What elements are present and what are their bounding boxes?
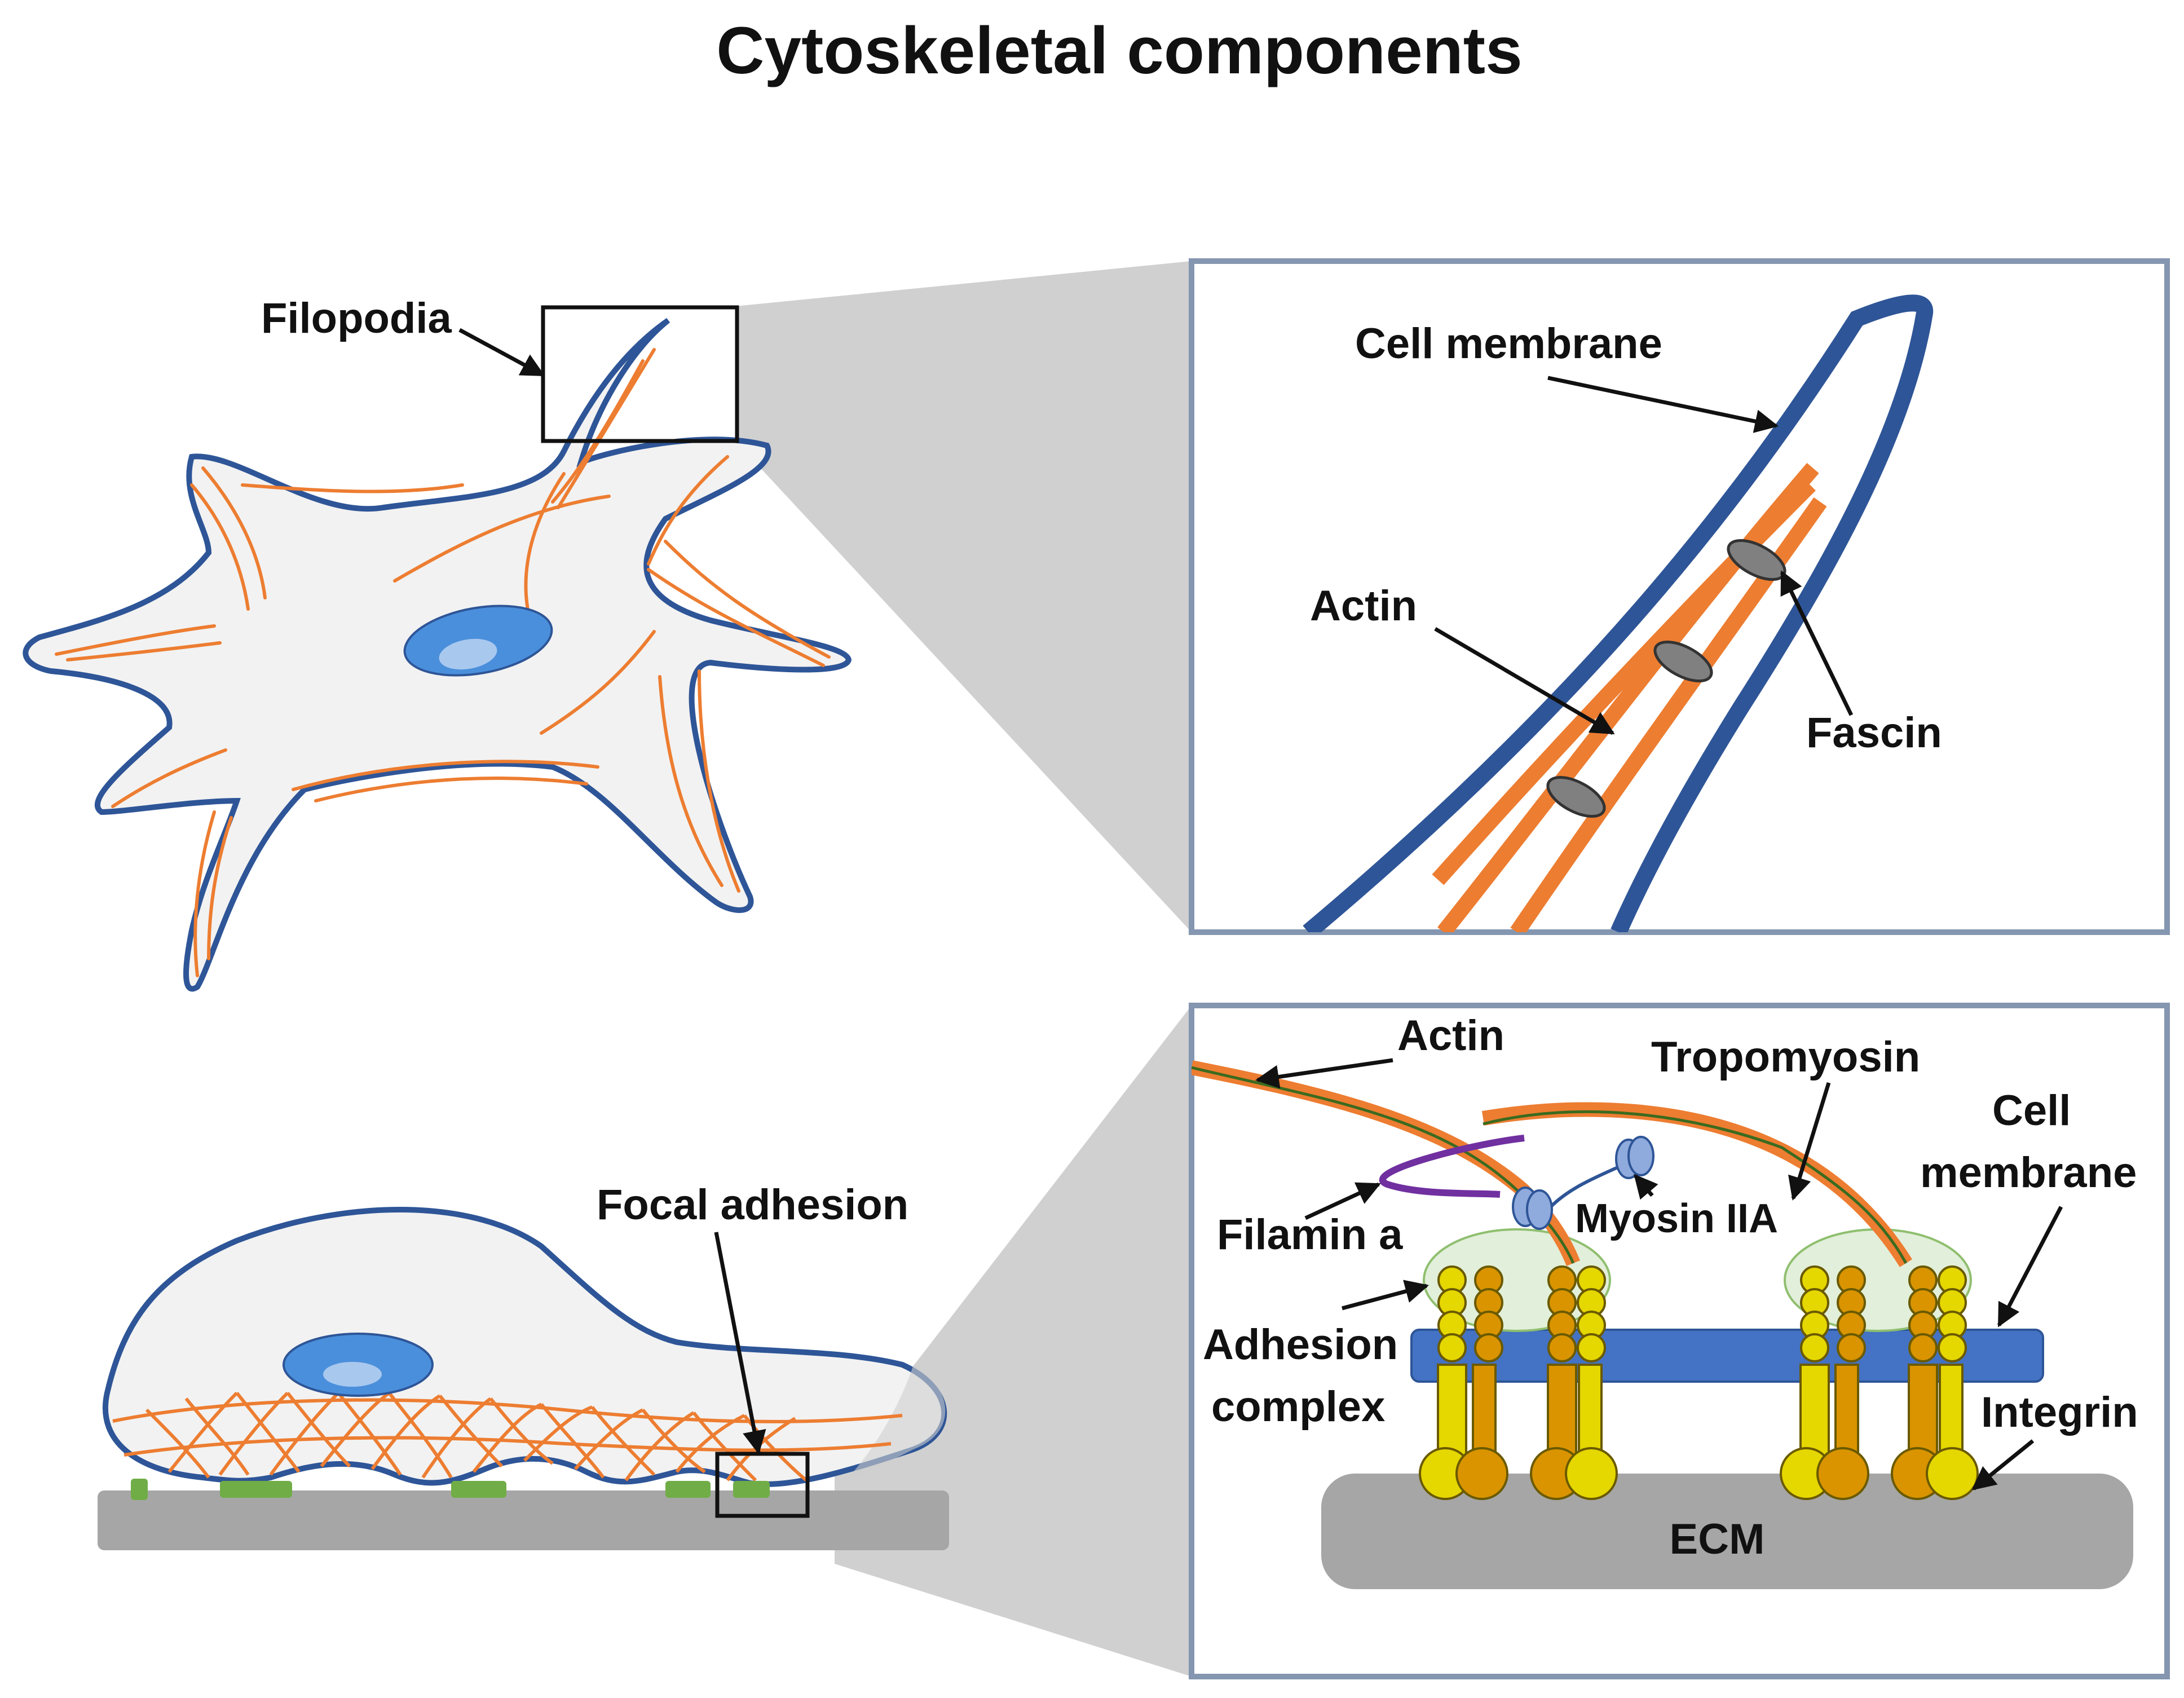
integrin-right <box>1780 1265 1979 1500</box>
fascin-label: Fascin <box>1806 709 1942 757</box>
tropomyosin-right <box>1483 1110 1908 1264</box>
side-cell <box>98 1207 949 1550</box>
filopodium-zoom-content <box>1303 294 1934 932</box>
side-cell-shade <box>846 1365 946 1480</box>
ecm-label: ECM <box>1670 1515 1765 1563</box>
adhesion-spot <box>131 1479 148 1500</box>
filopodia-label: Filopodia <box>261 294 452 342</box>
fascin-crosslink <box>1653 640 1713 683</box>
fascin-crosslink <box>1546 775 1606 818</box>
filamin-a-label: Filamin a <box>1217 1211 1403 1259</box>
fascin-crosslinks <box>1546 539 1786 818</box>
cell-membrane-label-top: Cell membrane <box>1355 320 1662 368</box>
fascin-arrow <box>1780 570 1854 716</box>
filopodia-arrow <box>458 328 545 377</box>
tropomyosin-arrow <box>1788 1082 1831 1201</box>
myosin-iia-arrow <box>1634 1174 1658 1200</box>
ecm-block <box>1321 1474 2133 1589</box>
myosin-iia-label: Myosin IIA <box>1575 1196 1778 1241</box>
adhesion-complex-label-1: Adhesion <box>1203 1321 1398 1369</box>
adhesion-spot <box>220 1481 292 1498</box>
adhesion-spot <box>733 1481 770 1498</box>
adhesion-spot <box>451 1481 506 1498</box>
substrate <box>98 1490 949 1550</box>
filamin-a-arrow <box>1304 1182 1381 1220</box>
bottom-zoom-wedge <box>835 1005 1192 1677</box>
tropomyosin-label: Tropomyosin <box>1651 1033 1920 1081</box>
actin-arrow-top <box>1434 627 1615 735</box>
actin-arrow-bottom <box>1255 1058 1393 1089</box>
top-zoom-wedge <box>736 261 1192 932</box>
myosin-head <box>1627 1136 1654 1176</box>
page-title: Cytoskeletal components <box>716 14 1522 88</box>
cell-membrane-label-bottom-2: membrane <box>1920 1149 2137 1197</box>
integrin-label: Integrin <box>1981 1388 2138 1436</box>
focal-adhesion-arrow <box>714 1232 766 1455</box>
actin-label-top: Actin <box>1310 582 1417 630</box>
side-nucleus-highlight <box>323 1362 382 1387</box>
adhesion-complex-arrow <box>1342 1280 1429 1311</box>
filamin-a <box>1379 1135 1525 1198</box>
adhesion-spot <box>665 1481 711 1498</box>
side-cell-actin <box>112 1391 903 1482</box>
integrin-arrow <box>1971 1439 2035 1490</box>
filopodium-membrane <box>1303 294 1934 932</box>
focal-adhesion-zoom-content <box>1192 1060 2133 1589</box>
cell-membrane-arrow-top <box>1547 376 1779 433</box>
spread-cell-actin <box>55 348 831 977</box>
focal-adhesion-label: Focal adhesion <box>597 1181 908 1229</box>
tropomyosin-left <box>1192 1066 1575 1264</box>
nucleus-highlight <box>439 638 497 670</box>
myosin-head <box>1526 1189 1553 1230</box>
filopodium-actin-bundle <box>1432 462 1827 932</box>
cell-membrane-arrow-bottom <box>1997 1206 2063 1327</box>
integrin-left <box>1419 1265 1618 1500</box>
spread-cell <box>23 317 852 992</box>
focal-adhesion-spots <box>131 1479 770 1500</box>
adhesion-complex-label-2: complex <box>1211 1383 1385 1431</box>
cell-membrane-label-bottom-1: Cell <box>1992 1087 2071 1135</box>
actin-label-bottom: Actin <box>1397 1012 1504 1060</box>
